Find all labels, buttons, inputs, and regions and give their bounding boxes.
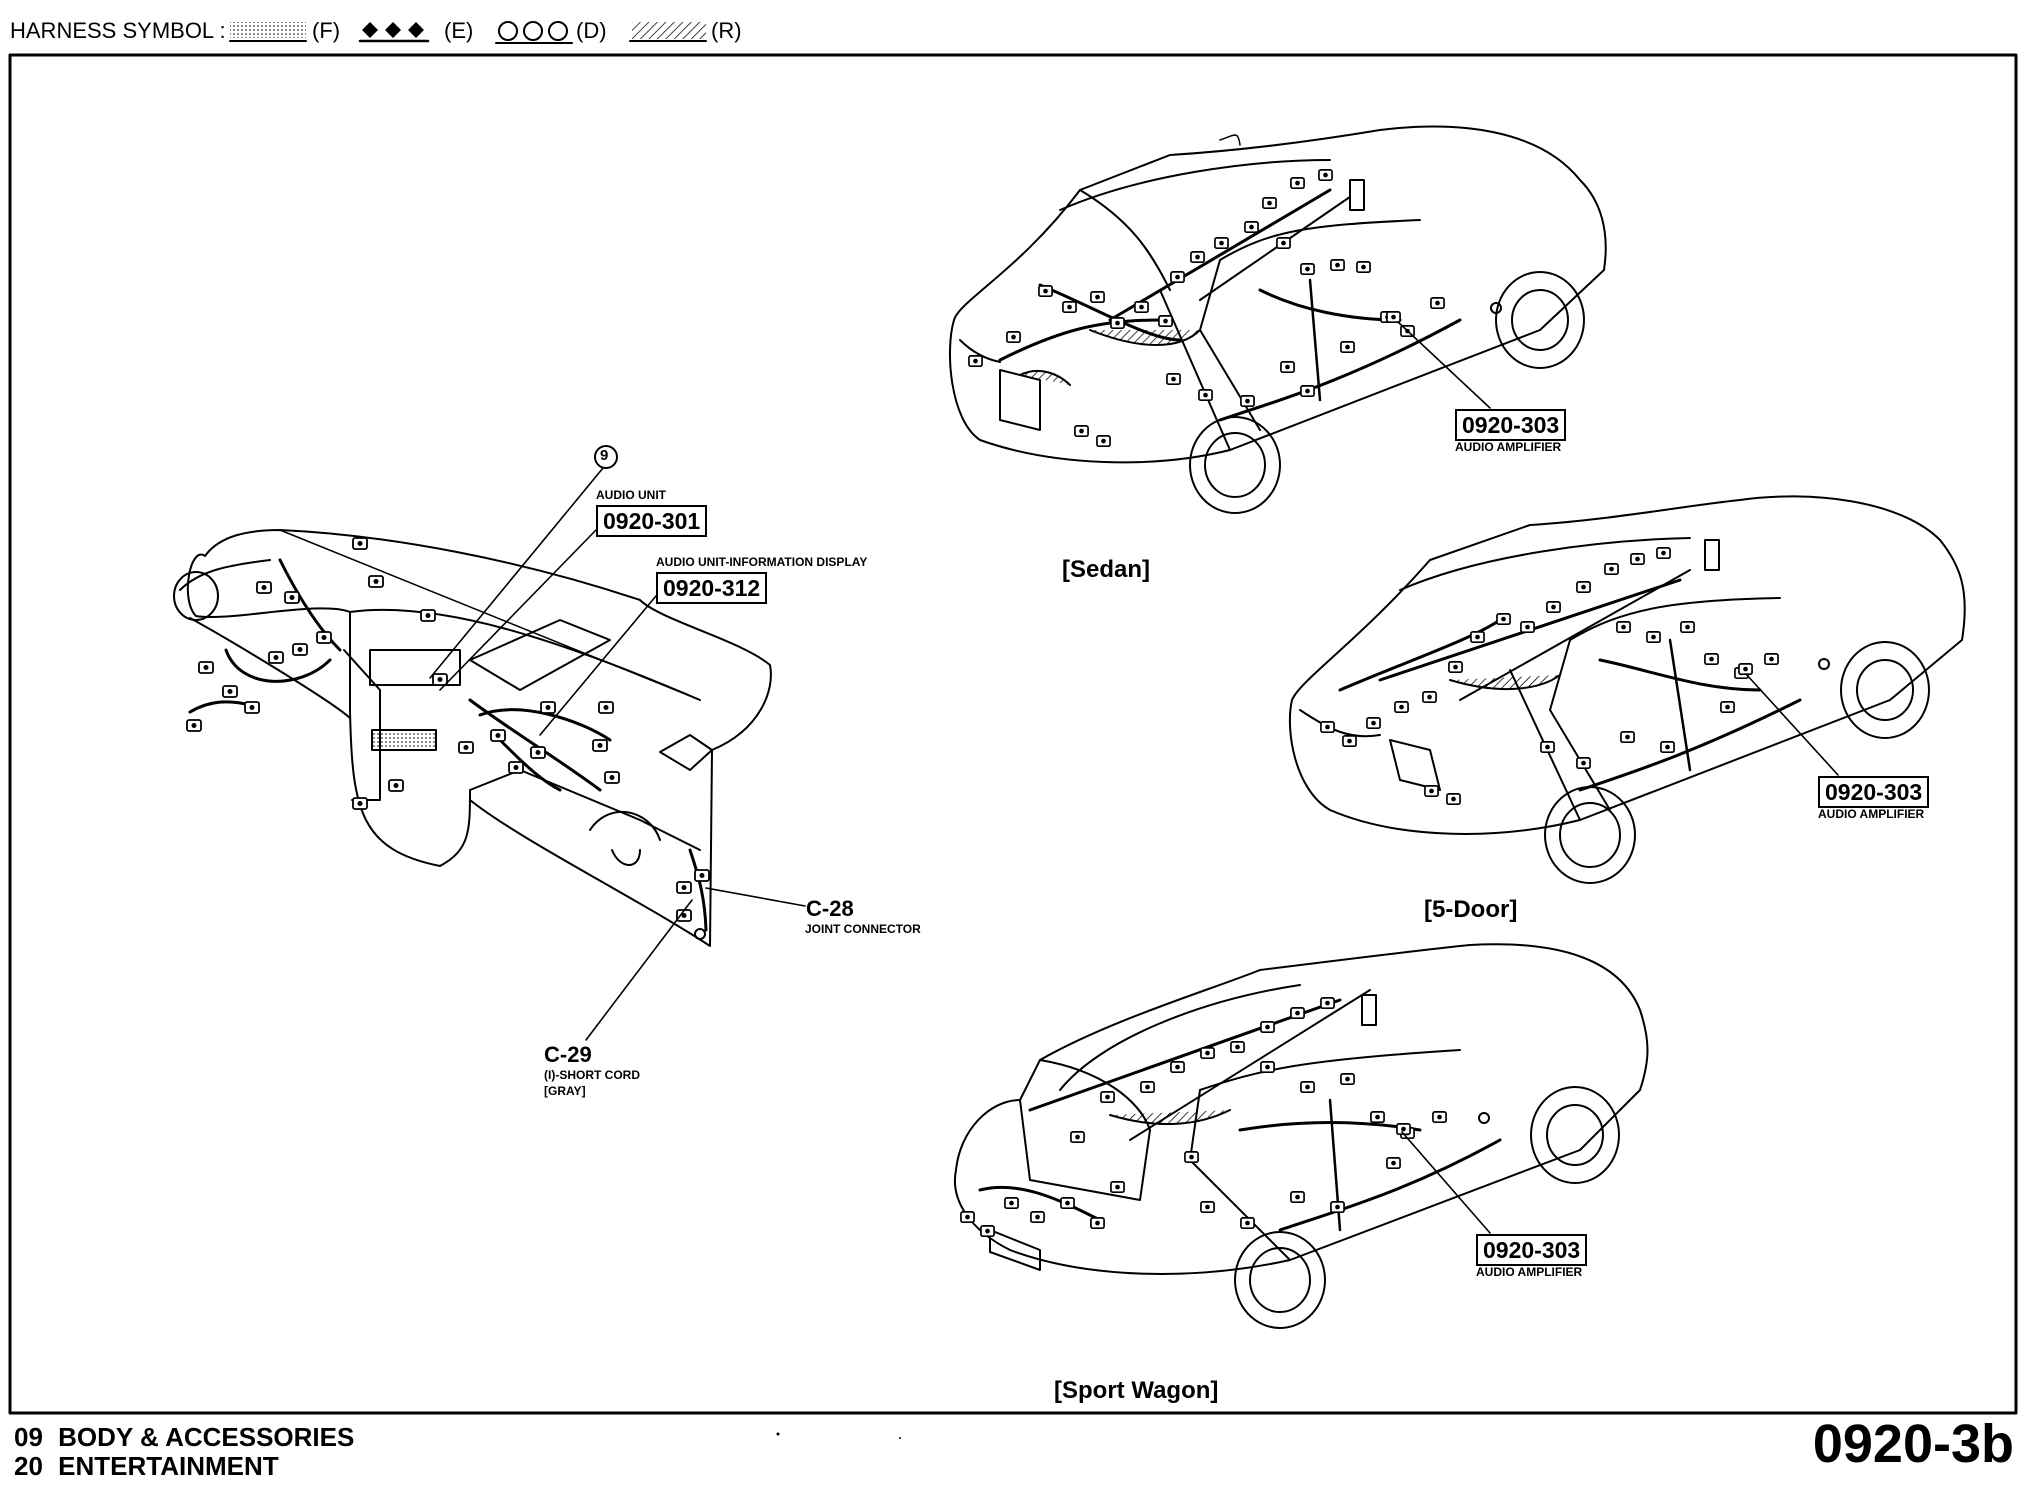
sedan-amplifier-code-box: 0920-303 xyxy=(1455,409,1567,441)
sport-wagon-amplifier-code-box: 0920-303 xyxy=(1476,1234,1588,1266)
ground-point-number: 9 xyxy=(600,447,609,464)
five-door-leader-line xyxy=(1745,673,1839,776)
legend-swatches xyxy=(229,21,707,44)
instrument-panel-drawing xyxy=(173,445,772,947)
audio-unit-label: AUDIO UNIT xyxy=(596,488,666,502)
leader-lines-dashboard xyxy=(429,467,806,1041)
footer-subsection-name: ENTERTAINMENT xyxy=(58,1451,279,1481)
footer-section-number: 09 xyxy=(14,1422,43,1452)
scan-speck xyxy=(776,1432,780,1436)
legend-code-f: (F) xyxy=(312,18,341,43)
info-display-code-box: 0920-312 xyxy=(656,572,768,604)
sport-wagon-caption: [Sport Wagon] xyxy=(1054,1377,1219,1404)
footer-subsection-number: 20 xyxy=(14,1451,43,1481)
audio-unit-code-box: 0920-301 xyxy=(596,505,708,537)
footer-section-name: BODY & ACCESSORIES xyxy=(58,1422,355,1452)
sport-wagon-leader-line xyxy=(1401,1131,1491,1234)
page-code: 0920-3b xyxy=(1812,1414,2014,1474)
sedan-drawing xyxy=(949,125,1607,514)
connector-c29-id: C-29 xyxy=(544,1042,592,1067)
legend-code-e: (E) xyxy=(444,18,474,43)
five-door-caption: [5-Door] xyxy=(1424,896,1518,923)
sedan-caption: [Sedan] xyxy=(1062,556,1151,583)
legend-title: HARNESS SYMBOL : xyxy=(10,18,226,43)
footer-section: 09 BODY & ACCESSORIES xyxy=(14,1422,354,1453)
sport-wagon-drawing xyxy=(954,943,1649,1329)
connector-c29-color: [GRAY] xyxy=(544,1084,586,1098)
five-door-amplifier-code-box: 0920-303 xyxy=(1818,776,1930,808)
diagram-frame xyxy=(8,53,2018,1415)
sport-wagon-amplifier-label: AUDIO AMPLIFIER xyxy=(1476,1265,1583,1279)
connector-c29-desc: (I)-SHORT CORD xyxy=(544,1068,640,1082)
five-door-drawing xyxy=(1288,495,1966,884)
legend-code-d: (D) xyxy=(576,18,607,43)
legend-code-r: (R) xyxy=(711,18,742,43)
sedan-amplifier-label: AUDIO AMPLIFIER xyxy=(1455,440,1562,454)
five-door-amplifier-label: AUDIO AMPLIFIER xyxy=(1818,807,1925,821)
footer-subsection: 20 ENTERTAINMENT xyxy=(14,1451,279,1482)
harness-symbol-legend: HARNESS SYMBOL : xyxy=(10,18,226,44)
sedan-leader-line xyxy=(1397,321,1491,409)
connector-c28-desc: JOINT CONNECTOR xyxy=(805,922,921,936)
scan-speck xyxy=(899,1437,901,1439)
connector-c28-id: C-28 xyxy=(806,896,854,921)
info-display-label: AUDIO UNIT-INFORMATION DISPLAY xyxy=(656,555,868,569)
